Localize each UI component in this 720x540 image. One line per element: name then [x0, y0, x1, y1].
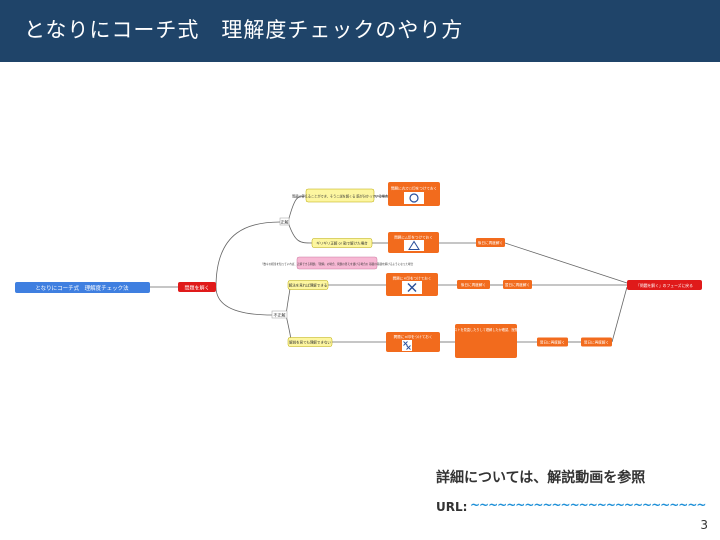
- note-wrong-step: 解法を見れば理解できる: [287, 280, 329, 290]
- note-dont-understand-label: 解説を見ても理解できない: [289, 340, 331, 345]
- action-again-1-label: 翌日に再度解く: [505, 282, 530, 287]
- triangle-mark-icon: [408, 240, 420, 250]
- title-bar: となりにコーチ式 理解度チェックのやり方: [0, 0, 720, 62]
- final-node: 「問題を解く」のフェーズに戻る: [627, 280, 702, 290]
- node-root-label: となりにコーチ式 理解度チェック法: [35, 284, 129, 292]
- detail-note: 詳細については、解説動画を参照: [436, 470, 646, 486]
- mark-xx-node: 問題に×印をつけておく: [386, 332, 440, 352]
- action-redo-3: 翌日に再度解く: [537, 337, 568, 347]
- final-node-label: 「問題を解く」のフェーズに戻る: [636, 283, 693, 288]
- connector-lines: [150, 195, 628, 343]
- page-number: 3: [700, 518, 708, 532]
- action-redo-3-label: 翌日に再度解く: [540, 340, 565, 345]
- mark-circle-node: 問題に丸で○印をつけておく: [388, 182, 440, 206]
- action-redo-1: 後日に再度解く: [476, 238, 505, 247]
- action-redo-2: 後日に再度解く: [457, 280, 490, 289]
- double-x-mark-icon: [403, 341, 411, 350]
- x-mark-icon: [407, 283, 417, 292]
- node-root: となりにコーチ式 理解度チェック法: [15, 282, 150, 293]
- note-explain-label: 「数々の相当を知っていれば、正解できる問題」「理解」の場合、問題の答えを書ける場…: [261, 262, 414, 266]
- mark-triangle-node: 問題に△印をつけておく: [388, 232, 439, 253]
- node-incorrect-label: 不正解: [274, 312, 286, 318]
- url-label: URL:: [436, 500, 468, 514]
- note-wrong-step-label: 解法を見れば理解できる: [289, 283, 327, 288]
- note-guess: ギリギリ正解 or 勘で解けた場合: [311, 238, 373, 248]
- action-redo-1-label: 後日に再度解く: [478, 240, 503, 245]
- note-explain: 「数々の相当を知っていれば、正解できる問題」「理解」の場合、問題の答えを書ける場…: [261, 256, 414, 270]
- mark-x-node: 問題に×印をつけておく: [386, 273, 438, 296]
- mark-x-label: 問題に×印をつけておく: [393, 276, 432, 281]
- page-title: となりにコーチ式 理解度チェックのやり方: [24, 18, 464, 42]
- note-guess-label: ギリギリ正解 or 勘で解けた場合: [316, 241, 368, 246]
- action-again-2-label: 翌日に再度解く: [584, 340, 609, 345]
- advice-label: 理解を分からせたり、テキストを見直したりして理解したか確認、授業の解説動画を見て…: [416, 327, 556, 332]
- mark-circle-label: 問題に丸で○印をつけておく: [391, 186, 437, 191]
- action-redo-2-label: 後日に再度解く: [461, 282, 486, 287]
- action-again-2: 翌日に再度解く: [581, 337, 612, 347]
- node-solve: 問題を解く: [178, 282, 216, 292]
- node-solve-label: 問題を解く: [184, 285, 209, 292]
- url-link[interactable]: ~~~~~~~~~~~~~~~~~~~~~~~~~~: [470, 498, 706, 512]
- action-again-1: 翌日に再度解く: [503, 280, 532, 289]
- note-dont-understand: 解説を見ても理解できない: [287, 337, 333, 347]
- node-correct-label: 正解: [281, 219, 289, 225]
- node-incorrect: 不正解: [271, 310, 288, 319]
- note-understood-label: 問題に答えることができ、そうこ説を解くる 筋が分かっている場合: [292, 194, 389, 199]
- advice-node: 理解を分からせたり、テキストを見直したりして理解したか確認、授業の解説動画を見て…: [416, 324, 556, 358]
- mark-triangle-label: 問題に△印をつけておく: [394, 235, 433, 240]
- note-understood: 問題に答えることができ、そうこ説を解くる 筋が分かっている場合: [292, 188, 389, 203]
- mark-xx-label: 問題に×印をつけておく: [394, 334, 433, 339]
- circle-mark-icon: [409, 193, 419, 203]
- node-correct: 正解: [279, 217, 290, 226]
